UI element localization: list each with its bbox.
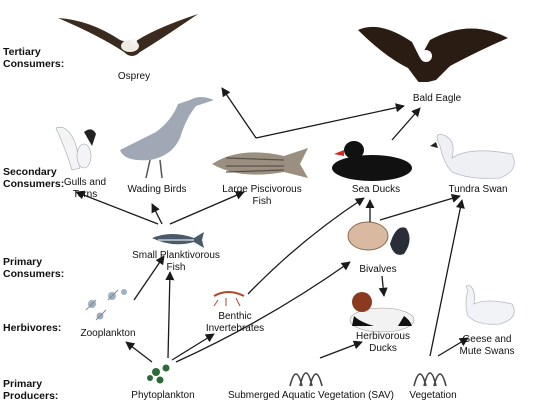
osprey-illustration (58, 14, 198, 56)
label-phytoplankton: Phytoplankton (131, 390, 195, 401)
label-herbivorous-ducks: Herbivorous Ducks (356, 331, 410, 354)
arrow-vegetation-to-geese (437, 337, 469, 357)
label-geese-swans: Geese and Mute Swans (459, 334, 515, 357)
label-gulls-terns: Gulls and Terns (63, 177, 107, 200)
label-small-fish: Small Planktivorous Fish (132, 250, 220, 273)
vegetation-illustration (413, 372, 447, 387)
food-web-arrows (75, 87, 469, 363)
herbivorous-ducks-illustration (349, 292, 415, 333)
geese-swans-illustration (465, 285, 515, 325)
level-secondary: Secondary Consumers: (3, 166, 65, 190)
arrow-large-fish-to-bald-eagle (255, 103, 405, 139)
sav-illustration (289, 372, 323, 387)
wading-birds-illustration (120, 97, 214, 179)
arrow-phytoplankton-to-small-fish (165, 271, 175, 359)
arrow-phytoplankton-to-benthic (171, 333, 215, 361)
level-herbivores: Herbivores: (3, 322, 62, 334)
level-primary: Primary Consumers: (3, 256, 65, 280)
label-osprey: Osprey (117, 71, 151, 82)
benthic-illustration (213, 291, 245, 307)
arrow-small-fish-to-gulls (75, 190, 159, 225)
bivalves-illustration (347, 221, 410, 255)
sea-ducks-illustration (332, 141, 412, 181)
arrow-benthic-to-sea-ducks (247, 197, 365, 295)
label-bald-eagle: Bald Eagle (412, 93, 462, 104)
level-producers: Primary Producers: (3, 378, 59, 402)
arrow-phytoplankton-to-zooplankton (125, 341, 153, 363)
label-tundra-swan: Tundra Swan (448, 184, 508, 195)
label-large-fish: Large Piscivorous Fish (222, 184, 302, 207)
label-sav: Submerged Aquatic Vegetation (SAV) (227, 390, 395, 401)
tundra-swan-illustration (430, 133, 515, 179)
small-fish-illustration (152, 232, 204, 248)
arrow-bivalves-to-tundra-swan (379, 193, 461, 221)
label-vegetation: Vegetation (409, 390, 457, 401)
arrow-phytoplankton-to-bivalves (175, 261, 351, 363)
arrow-sav-to-tundra-swan (429, 199, 465, 357)
label-benthic: Benthic Invertebrates (205, 311, 265, 334)
arrow-small-fish-to-large-fish (169, 191, 245, 225)
arrow-zooplankton-to-small-fish (133, 255, 165, 301)
arrow-sav-to-herbivorous-ducks (319, 340, 363, 359)
label-sea-ducks: Sea Ducks (351, 184, 401, 195)
large-fish-illustration (212, 148, 308, 178)
bald-eagle-illustration (358, 26, 508, 92)
arrow-sea-ducks-to-bald-eagle (391, 107, 421, 141)
label-wading-birds: Wading Birds (127, 184, 187, 195)
arrow-small-fish-to-wading-birds (151, 203, 163, 225)
phytoplankton-illustration (147, 364, 170, 384)
label-bivalves: Bivalves (359, 264, 397, 275)
arrow-large-fish-to-osprey (221, 87, 257, 139)
gulls-terns-illustration (55, 126, 96, 171)
arrow-bivalves-to-herbivorous-ducks (378, 275, 388, 297)
label-zooplankton: Zooplankton (80, 328, 136, 339)
level-tertiary: Tertiary Consumers: (3, 46, 65, 70)
zooplankton-illustration (85, 289, 127, 321)
